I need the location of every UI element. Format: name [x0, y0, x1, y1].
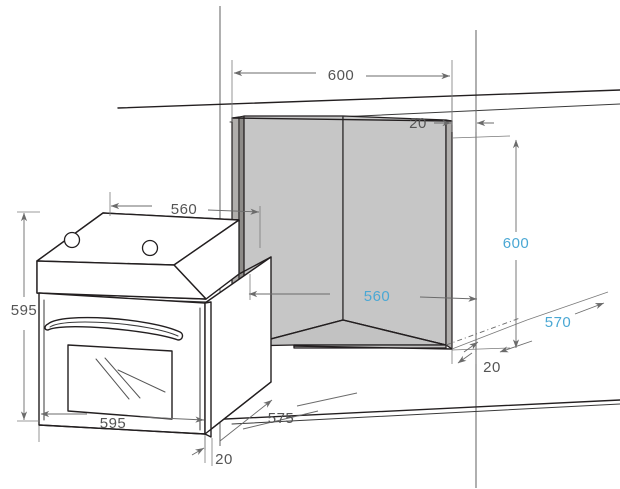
niche-top-front-line: [231, 117, 453, 122]
dimension-label-595-height: 595: [11, 302, 38, 319]
dimension-niche-gap-20-top: 20: [409, 98, 494, 132]
dimension-niche-front-20: 20: [451, 341, 501, 376]
dimension-label-20-door: 20: [215, 451, 233, 468]
oven-bottom-right-line: [204, 381, 272, 435]
oven-glass-reflection-lines: [95, 357, 166, 400]
dimension-oven-height-595: 595: [11, 211, 40, 422]
niche-right-edge: [445, 119, 453, 350]
dimension-label-575-depth: 575: [268, 410, 295, 427]
dimension-niche-depth-570: 570: [499, 291, 609, 353]
oven-body-top-back-line: [238, 256, 272, 275]
dimension-oven-top-560: 560: [109, 192, 261, 248]
oven-door-handle-highlight: [49, 321, 179, 337]
dimension-label-600-top: 600: [328, 67, 355, 84]
oven-door-handle[interactable]: [44, 316, 184, 341]
oven-bottom-front-line: [38, 424, 206, 435]
dimension-label-20-niche-front: 20: [483, 359, 501, 376]
niche-bottom-front-line: [293, 345, 453, 350]
dimension-label-560-oven-top: 560: [171, 201, 198, 218]
dimension-label-560-niche: 560: [364, 288, 391, 305]
dimension-label-595-width: 595: [100, 415, 127, 432]
installation-niche: [231, 115, 528, 350]
niche-depth-guide-dash: [445, 317, 521, 346]
niche-back-wall-right: [342, 115, 447, 346]
oven-appliance: [36, 212, 272, 438]
wall-top-edge-line: [117, 89, 620, 109]
dimension-niche-height-600: 600: [451, 135, 530, 351]
dimension-label-600-niche-height: 600: [503, 235, 530, 252]
oven-knob-left-icon[interactable]: [63, 231, 81, 249]
dimension-niche-inner-560: 560: [248, 274, 478, 305]
oven-control-panel-front-face: [36, 260, 207, 300]
niche-depth-guide: [451, 319, 528, 350]
oven-knob-right-icon[interactable]: [141, 239, 159, 257]
dimension-label-570-niche-depth: 570: [545, 314, 572, 331]
floor-reference-line-2: [231, 403, 620, 425]
niche-floor-back-edge-right: [342, 319, 447, 346]
dimension-oven-depth-575: 575: [219, 392, 358, 442]
dimension-label-20-top: 20: [409, 115, 427, 132]
dimension-door-thickness-20: 20: [191, 436, 233, 468]
oven-door-glass-window: [67, 344, 173, 420]
oven-door-edge-strip: [204, 301, 212, 438]
floor-reference-line: [204, 399, 620, 421]
dimension-niche-width-600: 600: [231, 60, 453, 125]
